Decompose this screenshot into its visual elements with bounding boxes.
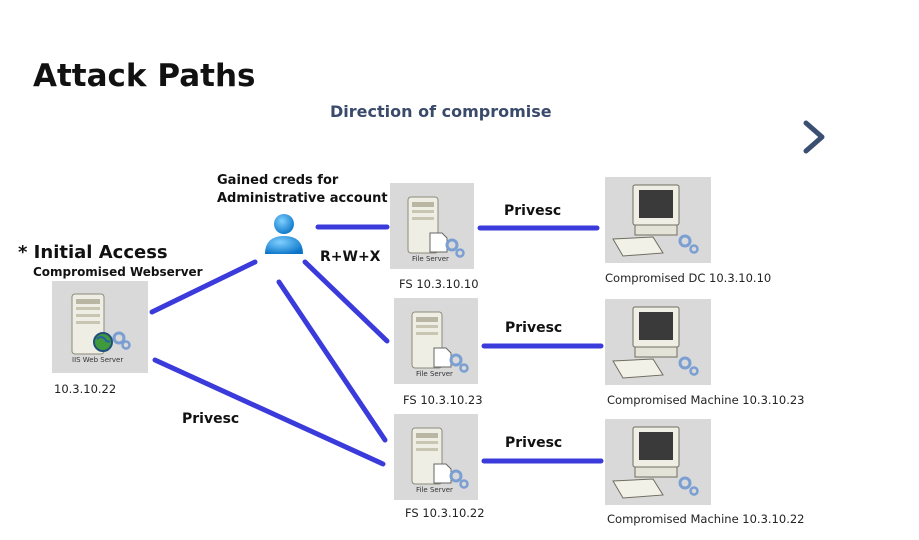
file-server-icon (411, 311, 469, 373)
iis-caption: IIS Web Server (72, 356, 124, 364)
target-machine-22-label: Compromised Machine 10.3.10.22 (607, 512, 805, 526)
creds-label-line1: Gained creds for (217, 173, 339, 188)
file-server-icon (407, 196, 465, 258)
initial-access-subheading: Compromised Webserver (33, 265, 203, 279)
initial-access-heading: * Initial Access (18, 242, 168, 263)
file-server-icon (411, 427, 469, 489)
link-web-to-user (149, 259, 258, 315)
fs-label-1: FS 10.3.10.10 (399, 277, 479, 291)
creds-label-line2: Administrative account (217, 191, 388, 206)
link-user-to-fs22 (276, 279, 388, 443)
target-dc-label: Compromised DC 10.3.10.10 (605, 271, 772, 285)
target-dc-node (605, 177, 711, 263)
workstation-icon (612, 306, 699, 379)
target-machine-23-node (605, 299, 711, 385)
creds-label: Gained creds for Administrative account (217, 172, 388, 208)
fs-label-3: FS 10.3.10.22 (405, 506, 485, 520)
privesc-label-1: Privesc (504, 203, 562, 219)
privesc-label-2: Privesc (505, 320, 563, 336)
direction-arrow (94, 120, 825, 154)
admin-user-node (262, 212, 306, 256)
target-machine-23-label: Compromised Machine 10.3.10.23 (607, 393, 805, 407)
file-server-node-1: File Server (390, 183, 474, 269)
link-web-to-fs22 (152, 357, 386, 467)
direction-label: Direction of compromise (330, 102, 552, 121)
file-server-caption: File Server (412, 255, 449, 263)
workstation-icon (612, 184, 699, 257)
iis-web-server-node: IIS Web Server (52, 281, 148, 373)
file-server-caption: File Server (416, 486, 453, 494)
file-server-caption: File Server (416, 370, 453, 378)
page-title: Attack Paths (33, 58, 256, 94)
link-user-to-fs23 (302, 259, 390, 344)
workstation-icon (612, 426, 699, 499)
fs-label-2: FS 10.3.10.23 (403, 393, 483, 407)
privesc-label-4: Privesc (182, 411, 240, 427)
permission-label: R+W+X (320, 249, 381, 265)
privesc-label-3: Privesc (505, 435, 563, 451)
web-server-ip: 10.3.10.22 (54, 382, 117, 396)
file-server-node-3: File Server (394, 414, 478, 500)
web-server-icon (71, 293, 131, 355)
target-machine-22-node (605, 419, 711, 505)
user-icon (265, 214, 303, 254)
file-server-node-2: File Server (394, 298, 478, 384)
